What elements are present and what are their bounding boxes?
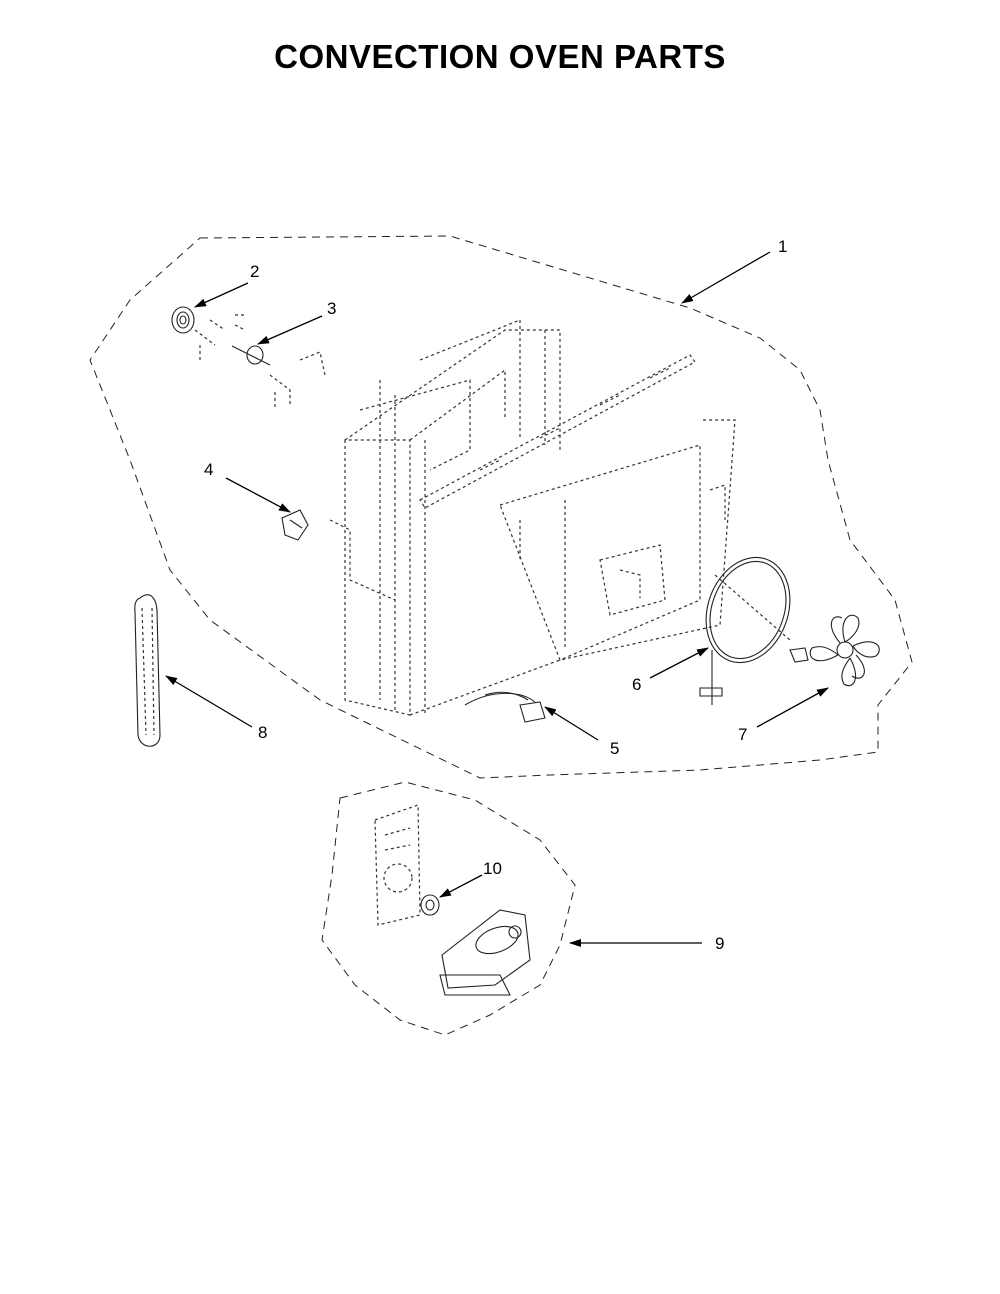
leader-1 — [681, 251, 771, 304]
leader-4 — [225, 477, 291, 513]
leader-5 — [544, 706, 599, 741]
callout-8: 8 — [258, 723, 267, 742]
leader-7 — [756, 687, 829, 728]
callout-4: 4 — [204, 460, 213, 479]
callout-5: 5 — [610, 739, 619, 758]
main-assembly-outline — [89, 235, 913, 779]
part-7-fan — [789, 614, 880, 687]
part-2-knob — [171, 306, 226, 360]
leader-6 — [649, 647, 709, 679]
part-5-probe — [464, 691, 546, 723]
callout-3: 3 — [327, 299, 336, 318]
part-6-gasket — [699, 556, 791, 705]
part-4-clip — [281, 509, 309, 541]
page-title: CONVECTION OVEN PARTS — [274, 38, 726, 75]
callout-6: 6 — [632, 675, 641, 694]
callout-7: 7 — [738, 725, 747, 744]
part-3-shaft — [231, 314, 326, 408]
callout-1: 1 — [778, 237, 787, 256]
leader-10 — [439, 874, 483, 898]
part-10-bushing — [420, 894, 440, 916]
callout-2: 2 — [250, 262, 259, 281]
element-rail — [419, 354, 696, 509]
leader-8 — [165, 675, 253, 728]
lower-assembly-outline — [321, 781, 576, 1036]
leader-2 — [194, 282, 249, 308]
callout-10: 10 — [483, 859, 502, 878]
part-8-seal — [134, 594, 161, 747]
callout-9: 9 — [715, 934, 724, 953]
leader-3 — [257, 315, 323, 345]
oven-cavity — [329, 319, 736, 716]
part-9-motor — [374, 804, 531, 996]
